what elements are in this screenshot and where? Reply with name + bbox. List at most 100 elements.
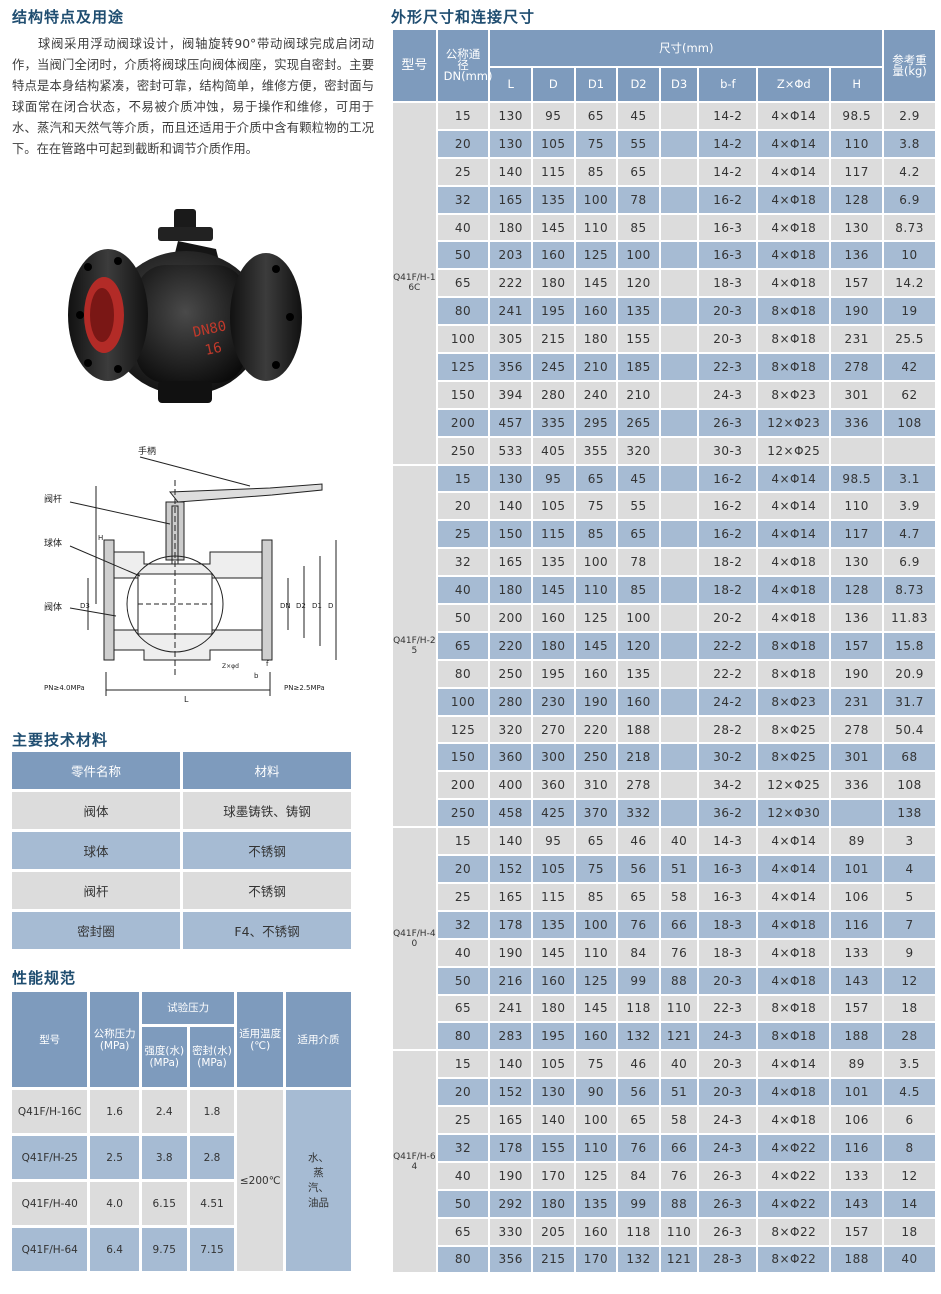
dims-cell: 106 [831, 1107, 883, 1133]
dims-cell: 278 [831, 354, 883, 380]
dim-L: L [184, 695, 189, 704]
dims-cell: 360 [533, 772, 574, 799]
dims-cell: 10 [884, 242, 935, 269]
dims-cell [660, 772, 698, 799]
dims-cell: 26-3 [699, 1162, 757, 1189]
dims-cell: 200 [490, 605, 532, 631]
dims-cell: 218 [618, 744, 659, 771]
dims-cell: 394 [490, 381, 532, 408]
dims-cell: 165 [490, 549, 532, 576]
dims-cell: 301 [831, 381, 883, 408]
dims-cell: 101 [831, 1079, 883, 1106]
dims-cell: 11.83 [884, 605, 935, 631]
dims-cell: 157 [831, 632, 883, 659]
dims-cell: 25 [437, 158, 489, 185]
dims-cell: 100 [575, 186, 617, 213]
dims-cell: 121 [660, 1023, 698, 1050]
perf-header-strength: 强度(水)(MPa) [141, 1027, 187, 1087]
dims-cell: 178 [490, 1134, 532, 1161]
dims-cell: 157 [831, 1218, 883, 1245]
dims-cell: 50 [437, 605, 489, 631]
perf-header-model: 型号 [12, 992, 88, 1087]
dims-cell: 108 [884, 409, 935, 436]
dims-cell: 18-3 [699, 911, 757, 938]
dims-cell: 360 [490, 744, 532, 771]
dims-cell: 12 [884, 1162, 935, 1189]
dims-cell: 20-3 [699, 1051, 757, 1078]
dims-cell: 216 [490, 967, 532, 994]
dims-cell: 56 [618, 856, 659, 882]
dims-cell: 28-2 [699, 716, 757, 743]
dim-D1: D1 [312, 602, 322, 610]
perf-pn: 6.4 [90, 1228, 139, 1271]
dims-cell: 125 [575, 1162, 617, 1189]
dims-cell: 40 [884, 1246, 935, 1273]
dims-cell: 180 [533, 1190, 574, 1217]
dims-cell: 18-2 [699, 549, 757, 576]
materials-title: 主要技术材料 [12, 731, 109, 749]
dims-cell: 12×Φ30 [758, 800, 830, 827]
dims-cell: 50 [437, 1190, 489, 1217]
dims-cell: 8×Φ22 [758, 1246, 830, 1273]
dims-cell: 8×Φ18 [758, 298, 830, 325]
dims-cell: 45 [618, 103, 659, 129]
dims-cell: 157 [831, 995, 883, 1022]
dims-cell: 36-2 [699, 800, 757, 827]
dims-cell: 65 [618, 158, 659, 185]
dims-cell: 160 [533, 242, 574, 269]
dims-cell: 215 [533, 326, 574, 353]
dims-cell: 185 [618, 354, 659, 380]
dims-cell: 140 [490, 1051, 532, 1078]
dims-cell: 100 [575, 1107, 617, 1133]
perf-header-medium: 适用介质 [286, 992, 351, 1087]
dims-cell: 76 [660, 1162, 698, 1189]
dims-cell: 210 [618, 381, 659, 408]
dims-cell: 4×Φ22 [758, 1190, 830, 1217]
dims-cell: 136 [831, 605, 883, 631]
dims-cell: 130 [831, 214, 883, 241]
dims-cell [660, 409, 698, 436]
dims-cell: 120 [618, 632, 659, 659]
dims-cell: 4×Φ22 [758, 1134, 830, 1161]
dims-cell: 138 [884, 800, 935, 827]
dims-cell [660, 632, 698, 659]
dims-cell: 4×Φ18 [758, 605, 830, 631]
dims-cell: 265 [618, 409, 659, 436]
dims-cell: 125 [437, 354, 489, 380]
perf-header-test: 试验压力 [141, 992, 235, 1024]
dims-cell: 250 [575, 744, 617, 771]
dims-cell: 66 [660, 911, 698, 938]
dims-cell: 19 [884, 298, 935, 325]
mat-part: 阀杆 [12, 872, 180, 909]
dims-cell: 130 [533, 1079, 574, 1106]
perf-strength: 9.75 [141, 1228, 187, 1271]
dims-cell: 180 [490, 577, 532, 604]
dims-cell: 3.9 [884, 493, 935, 520]
dims-cell: 110 [575, 214, 617, 241]
dims-cell: 231 [831, 688, 883, 715]
dims-cell [660, 214, 698, 241]
dims-cell: 160 [533, 967, 574, 994]
dims-cell: 241 [490, 995, 532, 1022]
dims-cell: 68 [884, 744, 935, 771]
dims-cell: 4×Φ18 [758, 911, 830, 938]
dims-cell: 245 [533, 354, 574, 380]
dims-cell: 145 [533, 577, 574, 604]
dims-cell: 31.7 [884, 688, 935, 715]
table-row: Q41F/H-40 4.0 6.15 4.51 [12, 1182, 351, 1225]
dims-cell: 32 [437, 549, 489, 576]
table-row: 阀体 球墨铸铁、铸钢 [12, 792, 351, 829]
dims-cell: 4.5 [884, 1079, 935, 1106]
dims-cell: 22-2 [699, 632, 757, 659]
perf-model: Q41F/H-40 [12, 1182, 88, 1225]
dims-cell: 14 [884, 1190, 935, 1217]
